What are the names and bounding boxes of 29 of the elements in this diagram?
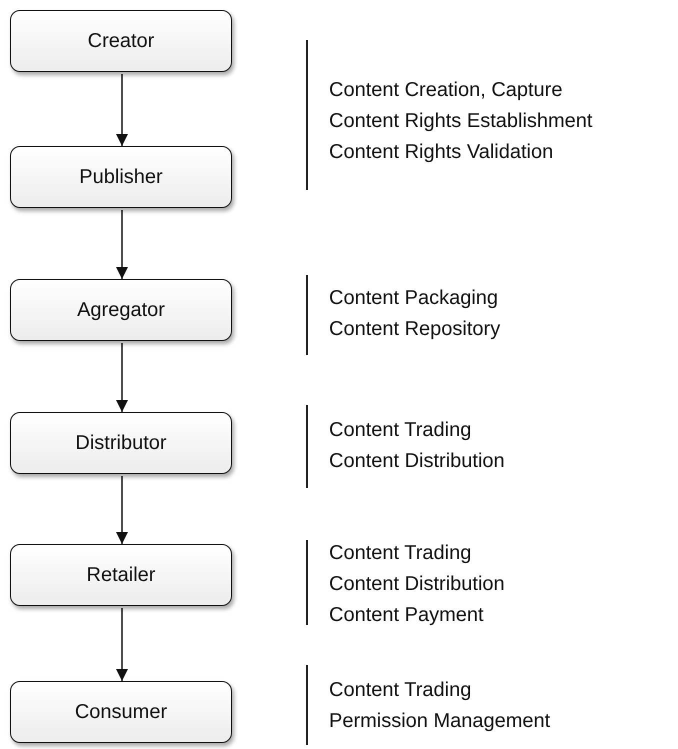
function-label: Content Distribution <box>329 572 505 597</box>
function-label: Content Distribution <box>329 449 505 474</box>
node-label: Retailer <box>86 564 156 586</box>
function-label: Permission Management <box>329 709 550 734</box>
function-label: Content Trading <box>329 541 472 566</box>
node-label: Creator <box>88 30 154 52</box>
arrow <box>116 74 128 146</box>
arrow <box>116 210 128 279</box>
node-label: Agregator <box>77 298 165 322</box>
process-box <box>10 279 232 341</box>
arrow <box>116 476 128 544</box>
process-box <box>10 412 232 474</box>
node-label: Publisher <box>79 166 163 188</box>
function-label: Content Creation, Capture <box>329 78 562 103</box>
arrow <box>116 608 128 681</box>
function-label: Content Trading <box>329 418 472 443</box>
function-label: Content Repository <box>329 317 500 342</box>
function-label: Content Trading <box>329 678 472 703</box>
process-box <box>10 681 232 743</box>
process-box <box>10 544 232 606</box>
function-label: Content Packaging <box>329 286 498 311</box>
node-label: Distributor <box>75 432 167 454</box>
function-label: Content Rights Validation <box>329 140 554 165</box>
function-label: Content Payment <box>329 603 484 628</box>
process-box <box>10 10 232 72</box>
process-box <box>10 146 232 208</box>
arrow <box>116 343 128 412</box>
node-label: Consumer <box>74 700 168 724</box>
function-label: Content Rights Establishment <box>329 109 592 134</box>
